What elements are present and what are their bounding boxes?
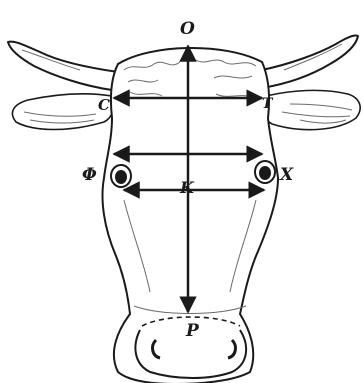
label-top: O [180, 19, 195, 39]
right-horn [262, 35, 358, 88]
label-left-eye: Φ [82, 165, 97, 185]
label-right-eye: X [279, 165, 294, 185]
left-horn [8, 42, 118, 90]
label-center: K [179, 178, 195, 197]
left-eye [111, 165, 131, 187]
label-muzzle: P [185, 321, 200, 341]
right-ear [264, 90, 360, 129]
right-eye [255, 161, 275, 183]
label-right-horn: T [262, 96, 274, 112]
label-left-horn: C [98, 96, 110, 114]
